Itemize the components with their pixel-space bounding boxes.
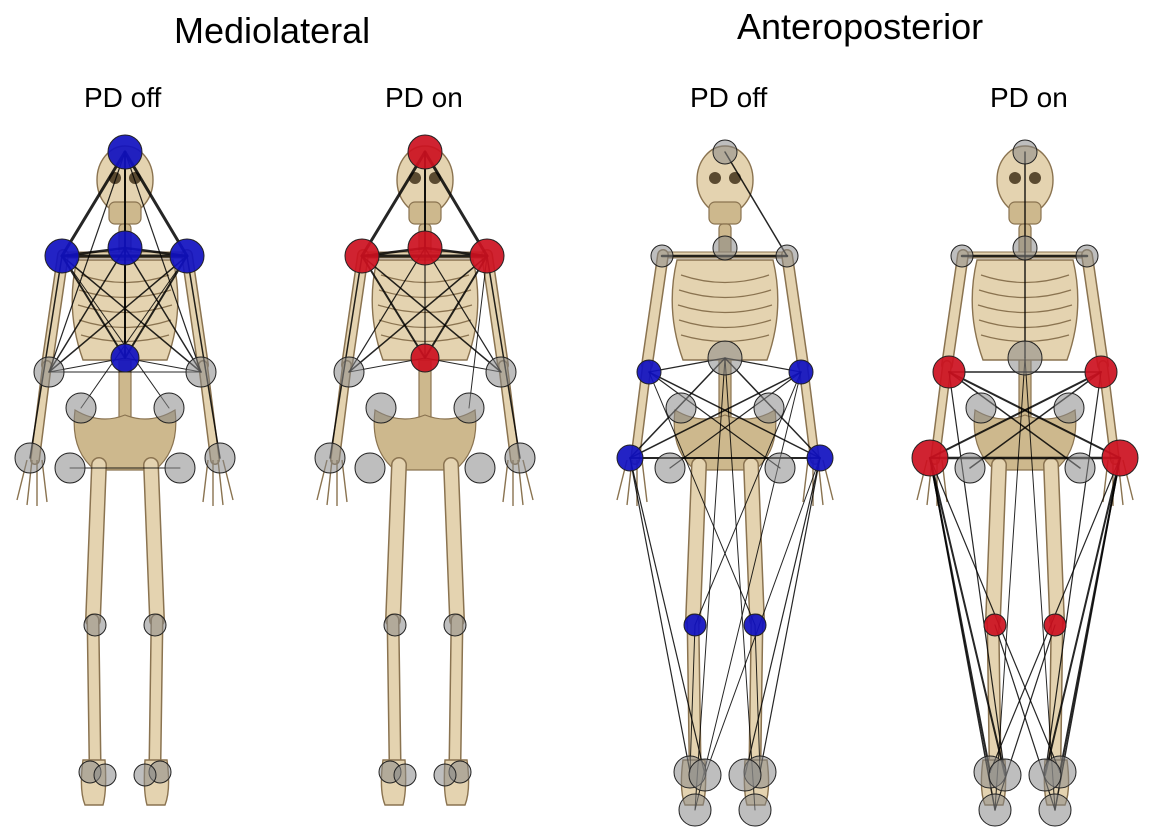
- network-overlays: [15, 135, 1138, 826]
- node-l_wrist: [617, 445, 643, 471]
- node-r_hip: [154, 393, 184, 423]
- network-ap-pd-on: [912, 140, 1138, 826]
- node-r_wrist: [1102, 440, 1138, 476]
- node-trunk: [708, 341, 742, 375]
- node-l_wrist: [912, 440, 948, 476]
- node-l_knee: [684, 614, 706, 636]
- node-l_hip: [966, 393, 996, 423]
- node-sternum: [108, 231, 142, 265]
- node-r_hip: [754, 393, 784, 423]
- node-head: [408, 135, 442, 169]
- node-l_heel: [989, 759, 1021, 791]
- node-r_shoulder: [170, 239, 204, 273]
- node-trunk: [1008, 341, 1042, 375]
- node-l_pelvis: [355, 453, 385, 483]
- node-r_elbow: [1085, 356, 1117, 388]
- node-l_pelvis: [55, 453, 85, 483]
- node-r_elbow: [486, 357, 516, 387]
- node-r_pelvis: [165, 453, 195, 483]
- node-l_heel: [689, 759, 721, 791]
- node-l_heel: [94, 764, 116, 786]
- node-l_knee: [84, 614, 106, 636]
- node-l_wrist: [315, 443, 345, 473]
- node-r_toe: [739, 794, 771, 826]
- node-r_heel: [1029, 759, 1061, 791]
- node-r_pelvis: [1065, 453, 1095, 483]
- node-l_knee: [984, 614, 1006, 636]
- node-l_elbow: [334, 357, 364, 387]
- node-l_hip: [666, 393, 696, 423]
- node-sternum: [1013, 236, 1037, 260]
- node-sternum: [408, 231, 442, 265]
- node-l_knee: [384, 614, 406, 636]
- node-l_elbow: [34, 357, 64, 387]
- node-head: [108, 135, 142, 169]
- node-r_hip: [454, 393, 484, 423]
- node-r_knee: [744, 614, 766, 636]
- node-r_shoulder: [1076, 245, 1098, 267]
- node-r_knee: [1044, 614, 1066, 636]
- node-l_elbow: [637, 360, 661, 384]
- node-r_wrist: [505, 443, 535, 473]
- node-r_pelvis: [465, 453, 495, 483]
- node-r_toe: [1039, 794, 1071, 826]
- node-l_shoulder: [345, 239, 379, 273]
- network-ap-pd-off: [617, 140, 833, 826]
- node-r_heel: [434, 764, 456, 786]
- node-r_shoulder: [776, 245, 798, 267]
- node-trunk: [111, 344, 139, 372]
- node-r_elbow: [186, 357, 216, 387]
- node-r_wrist: [205, 443, 235, 473]
- node-l_elbow: [933, 356, 965, 388]
- node-l_shoulder: [45, 239, 79, 273]
- node-r_heel: [134, 764, 156, 786]
- node-l_pelvis: [955, 453, 985, 483]
- node-l_heel: [394, 764, 416, 786]
- node-r_hip: [1054, 393, 1084, 423]
- node-r_elbow: [789, 360, 813, 384]
- node-trunk: [411, 344, 439, 372]
- node-sternum: [713, 236, 737, 260]
- node-r_heel: [729, 759, 761, 791]
- node-r_shoulder: [470, 239, 504, 273]
- node-r_knee: [144, 614, 166, 636]
- node-r_knee: [444, 614, 466, 636]
- node-l_hip: [66, 393, 96, 423]
- node-r_wrist: [807, 445, 833, 471]
- node-l_toe: [979, 794, 1011, 826]
- node-head: [1013, 140, 1037, 164]
- edge-l_wrist-l_ankle: [630, 458, 690, 772]
- node-l_wrist: [15, 443, 45, 473]
- node-r_pelvis: [765, 453, 795, 483]
- node-l_shoulder: [651, 245, 673, 267]
- node-l_pelvis: [655, 453, 685, 483]
- node-head: [713, 140, 737, 164]
- node-l_shoulder: [951, 245, 973, 267]
- node-l_toe: [679, 794, 711, 826]
- node-l_hip: [366, 393, 396, 423]
